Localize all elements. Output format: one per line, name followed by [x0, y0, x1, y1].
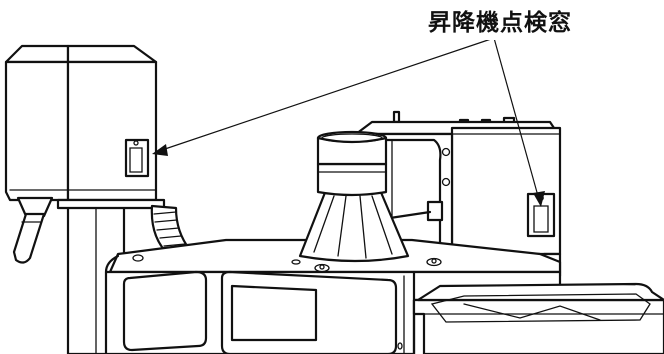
callout-arrow-left — [162, 38, 494, 150]
elevator-hopper-left — [6, 46, 164, 354]
callout-arrows — [152, 38, 545, 207]
arrowhead-right — [533, 191, 545, 207]
output-tray — [414, 284, 664, 354]
cabinet-panel-left — [124, 272, 206, 350]
callout-arrow-right — [494, 38, 538, 196]
arrowhead-left — [152, 144, 168, 156]
funnel-hopper — [300, 132, 408, 261]
callout-label: 昇降機点検窓 — [428, 6, 618, 40]
